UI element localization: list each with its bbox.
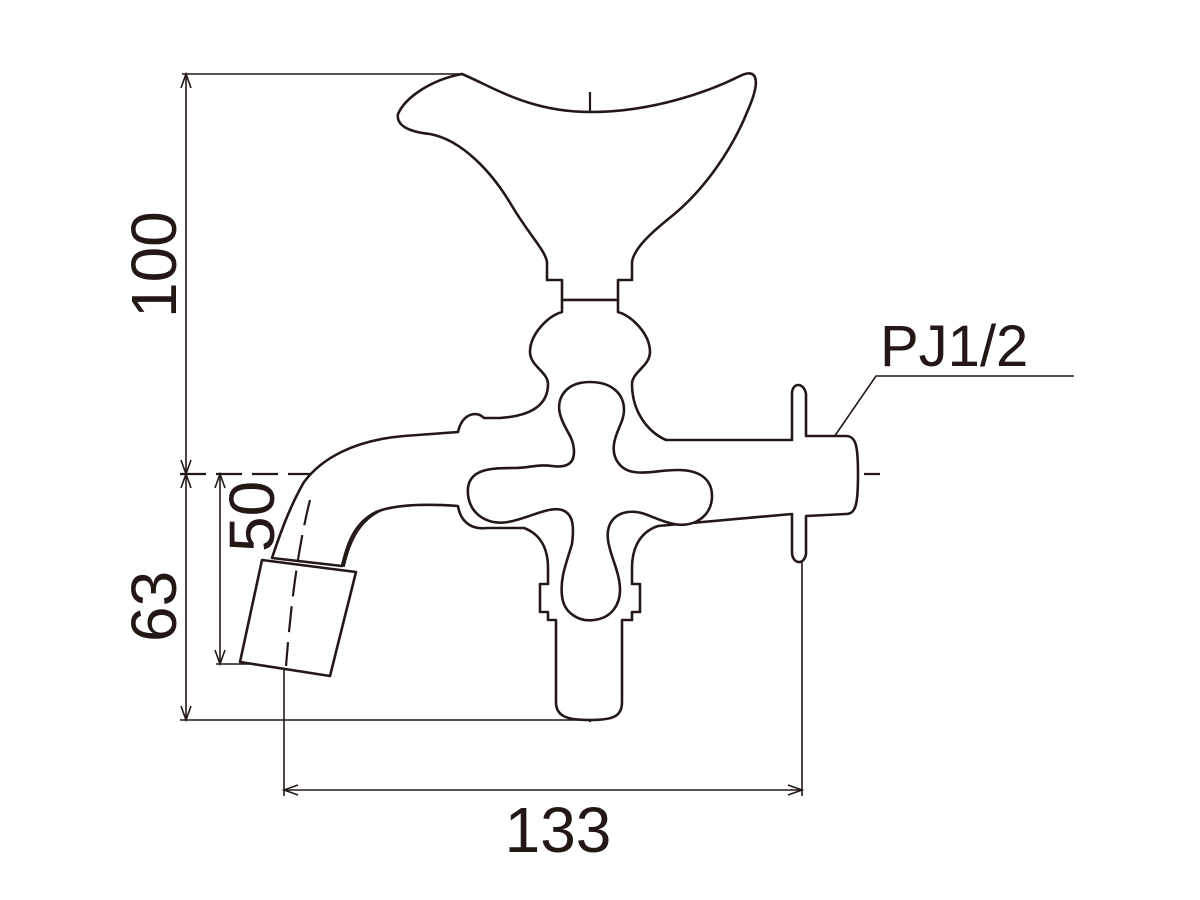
dim-height-bottom: 63 [118, 571, 190, 642]
thread-label: PJ1/2 [880, 314, 1028, 379]
dimension-labels: 100 63 50 133 PJ1/2 [118, 211, 1028, 866]
dim-width: 133 [505, 794, 612, 866]
dimension-lines [180, 71, 1074, 796]
faucet-body [238, 72, 860, 722]
dim-height-top: 100 [118, 211, 190, 318]
handle-lever [396, 72, 758, 302]
spout-nozzle [238, 558, 358, 678]
dim-spout-drop: 50 [216, 481, 288, 552]
cross-valve [466, 380, 714, 622]
